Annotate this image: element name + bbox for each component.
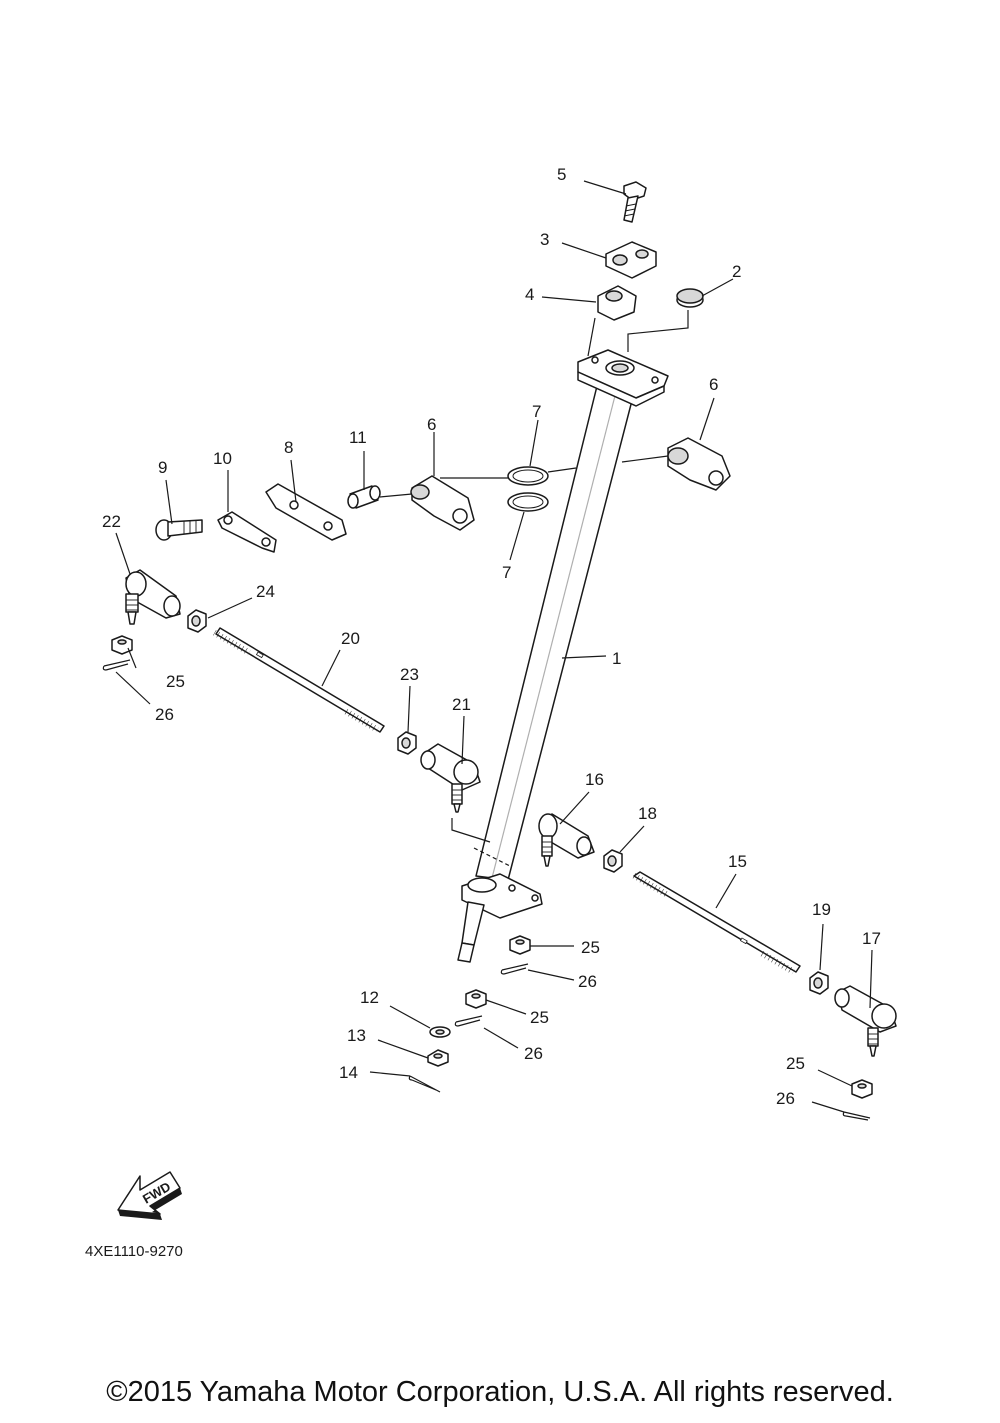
castle-nut-part-25-a bbox=[111, 635, 133, 655]
callout-3: 3 bbox=[540, 230, 549, 249]
circlip-upper-part-7 bbox=[507, 466, 577, 486]
nut-part-23 bbox=[397, 731, 417, 755]
collar-part-11 bbox=[347, 485, 381, 509]
tie-rod-end-part-17 bbox=[834, 985, 897, 1057]
tie-rod-left-part-20 bbox=[213, 627, 385, 733]
callout-19: 19 bbox=[812, 900, 831, 919]
cotter-pin-part-26-c bbox=[454, 1015, 483, 1027]
castle-nut-part-25-c bbox=[465, 989, 487, 1009]
callout-4: 4 bbox=[525, 285, 534, 304]
callout-20: 20 bbox=[341, 629, 360, 648]
callout-25-c: 25 bbox=[530, 1008, 549, 1027]
bushing-right-part-6 bbox=[621, 437, 731, 491]
cotter-pin-part-26-d bbox=[842, 1111, 871, 1121]
nut-part-19 bbox=[809, 971, 829, 995]
tie-rod-end-part-16 bbox=[538, 813, 595, 867]
callout-13: 13 bbox=[347, 1026, 366, 1045]
callout-2: 2 bbox=[732, 262, 741, 281]
lower-holder-part-4 bbox=[587, 285, 637, 357]
cap-part-2 bbox=[627, 288, 704, 352]
callout-26-a: 26 bbox=[155, 705, 174, 724]
callout-6-left: 6 bbox=[427, 415, 436, 434]
callout-25-b: 25 bbox=[581, 938, 600, 957]
callout-7-upper: 7 bbox=[532, 402, 541, 421]
callout-12: 12 bbox=[360, 988, 379, 1007]
nut-part-18 bbox=[603, 849, 623, 873]
callout-15: 15 bbox=[728, 852, 747, 871]
cotter-pin-part-26-b bbox=[500, 963, 529, 975]
castle-nut-part-25-b bbox=[509, 935, 531, 955]
bolt-part-9 bbox=[155, 519, 203, 541]
callout-14: 14 bbox=[339, 1063, 358, 1082]
leader-lines bbox=[115, 180, 873, 1113]
callout-26-d: 26 bbox=[776, 1089, 795, 1108]
callout-17: 17 bbox=[862, 929, 881, 948]
callout-5: 5 bbox=[557, 165, 566, 184]
callout-9: 9 bbox=[158, 458, 167, 477]
steering-column-shaft bbox=[457, 349, 669, 963]
callout-16: 16 bbox=[585, 770, 604, 789]
callout-8: 8 bbox=[284, 438, 293, 457]
plate-part-8 bbox=[265, 483, 347, 541]
tie-rod-right-part-15 bbox=[631, 871, 801, 975]
washer-part-12 bbox=[429, 1026, 451, 1038]
callout-26-c: 26 bbox=[524, 1044, 543, 1063]
callout-10: 10 bbox=[213, 449, 232, 468]
nut-part-24 bbox=[187, 609, 207, 633]
callout-1: 1 bbox=[612, 649, 621, 668]
upper-holder-part-3 bbox=[605, 241, 657, 279]
tie-rod-end-part-22 bbox=[125, 569, 181, 625]
drawing-code: 4XE1110-9270 bbox=[85, 1243, 183, 1260]
fwd-arrow-icon: FWD bbox=[117, 1171, 182, 1220]
callout-26-b: 26 bbox=[578, 972, 597, 991]
callout-22: 22 bbox=[102, 512, 121, 531]
bushing-left-part-6 bbox=[379, 475, 508, 531]
lock-washer-part-10 bbox=[217, 511, 277, 553]
callout-18: 18 bbox=[638, 804, 657, 823]
callout-23: 23 bbox=[400, 665, 419, 684]
callout-25-d: 25 bbox=[786, 1054, 805, 1073]
callout-11: 11 bbox=[349, 428, 367, 447]
cotter-pin-part-26-a bbox=[102, 659, 131, 671]
callout-25-a: 25 bbox=[166, 672, 185, 691]
callout-6-right: 6 bbox=[709, 375, 718, 394]
callout-labels: 1 2 3 4 5 6 6 7 7 8 9 10 11 12 13 14 15 … bbox=[102, 165, 881, 1108]
cotter-pin-part-14 bbox=[408, 1075, 441, 1093]
tie-rod-end-part-21 bbox=[420, 743, 491, 843]
callout-7-lower: 7 bbox=[502, 563, 511, 582]
nut-part-13 bbox=[427, 1049, 449, 1067]
callout-24: 24 bbox=[256, 582, 275, 601]
callout-21: 21 bbox=[452, 695, 471, 714]
circlip-lower-part-7 bbox=[507, 492, 549, 512]
copyright-notice: ©2015 Yamaha Motor Corporation, U.S.A. A… bbox=[106, 1376, 894, 1408]
castle-nut-part-25-d bbox=[851, 1079, 873, 1099]
bolt-part-5 bbox=[623, 181, 647, 223]
